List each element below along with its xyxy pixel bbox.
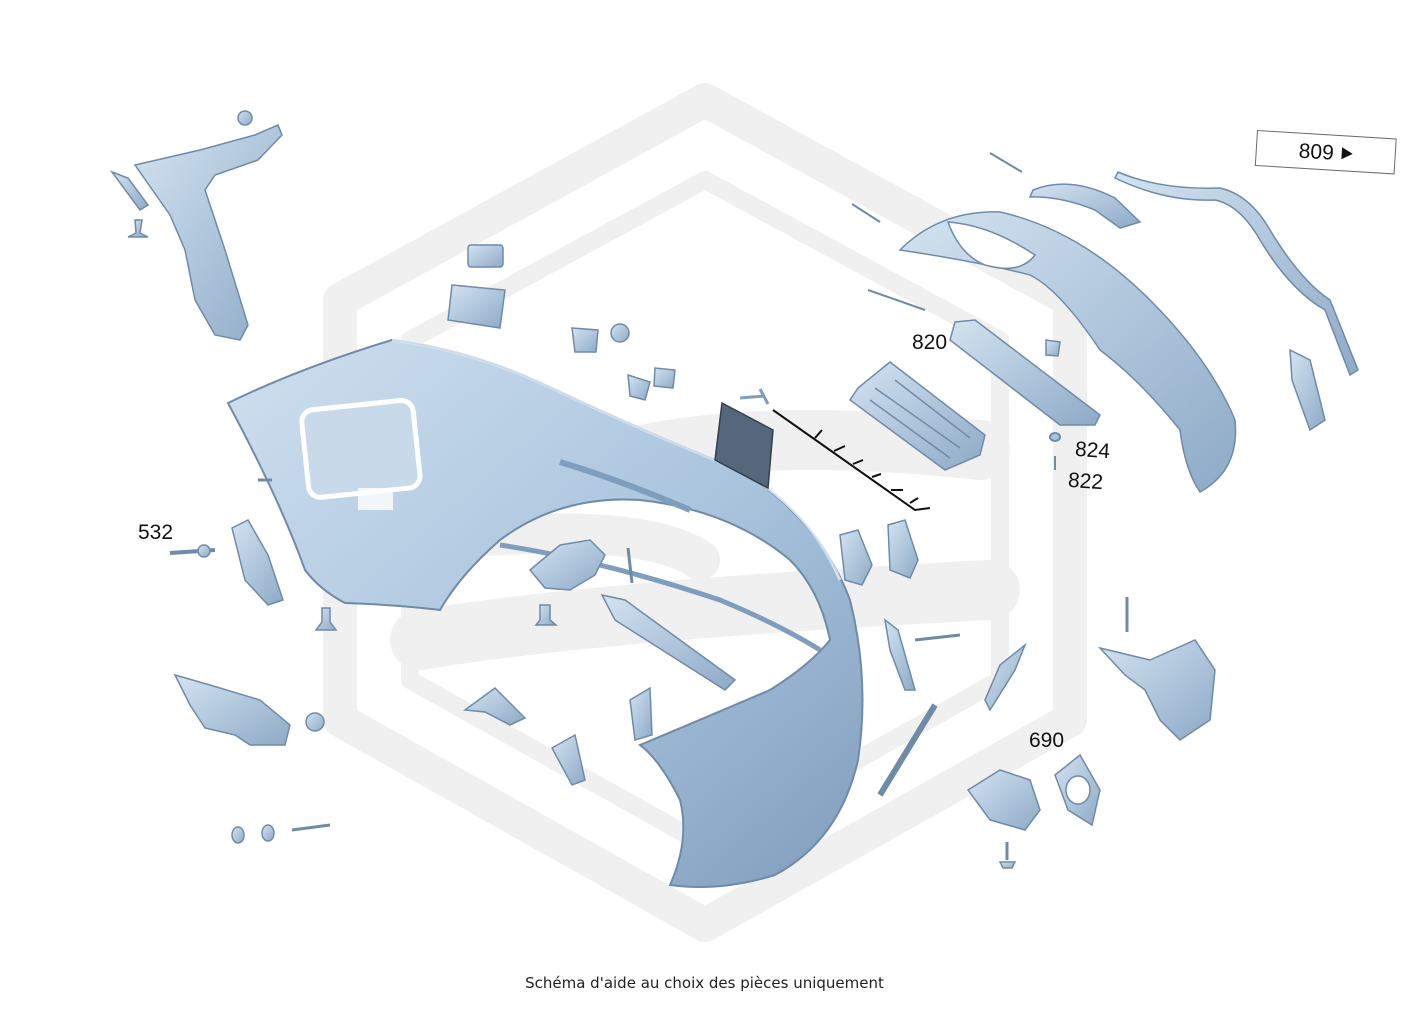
arrow-right-icon bbox=[1341, 147, 1354, 160]
callout-690: 690 bbox=[1029, 729, 1065, 752]
reference-label: 809 bbox=[1298, 139, 1335, 165]
leader-line bbox=[772, 409, 931, 512]
center-reflector-strip[interactable] bbox=[949, 319, 1101, 426]
callout-822: 822 bbox=[1067, 468, 1104, 495]
lower-mounting-parts[interactable] bbox=[462, 539, 737, 786]
callout-824: 824 bbox=[1074, 437, 1111, 464]
callout-820: 820 bbox=[912, 331, 948, 354]
right-side-parts[interactable] bbox=[839, 519, 1216, 869]
center-support-frame[interactable] bbox=[848, 361, 986, 471]
grille-mesh[interactable] bbox=[714, 388, 774, 490]
chrome-trim-strip[interactable] bbox=[1028, 171, 1359, 432]
left-side-parts[interactable] bbox=[169, 478, 338, 844]
sensor-module[interactable] bbox=[447, 244, 676, 401]
upper-screws bbox=[851, 152, 1061, 470]
diagram-caption: Schéma d'aide au choix des pièces unique… bbox=[525, 974, 884, 992]
callout-532: 532 bbox=[138, 521, 174, 544]
rear-diffuser-panel[interactable] bbox=[898, 211, 1237, 493]
left-mounting-bracket[interactable] bbox=[109, 110, 283, 341]
